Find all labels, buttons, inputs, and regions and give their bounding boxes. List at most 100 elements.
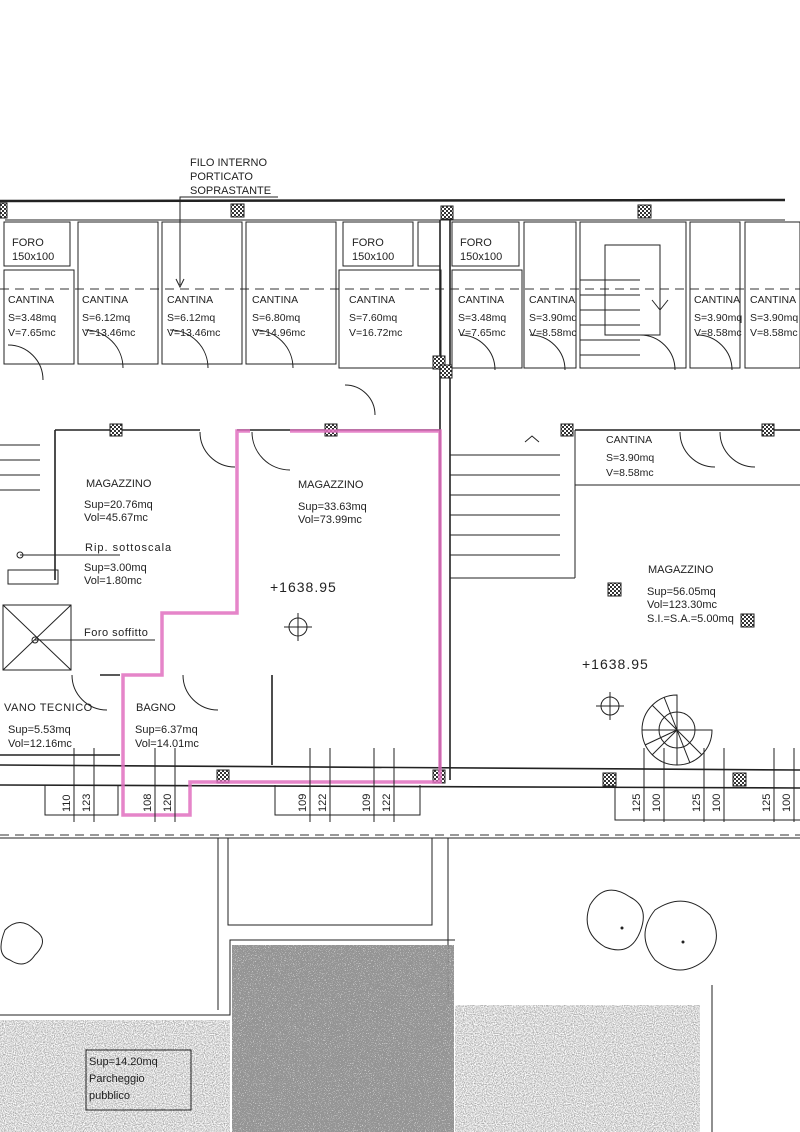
svg-text:Vol=14.01mc: Vol=14.01mc xyxy=(135,738,199,750)
parking-sup: Sup=14.20mq xyxy=(89,1056,158,1068)
foro-label: FORO 150x100 xyxy=(352,237,394,263)
tree-icon xyxy=(586,889,644,951)
window-dimension: 109 xyxy=(297,794,309,812)
window-dimension: 122 xyxy=(381,794,393,812)
tree-icon xyxy=(644,900,717,971)
cantina-v: V=8.58mc xyxy=(529,327,577,339)
window-dimension: 123 xyxy=(81,794,93,812)
svg-text:Vol=73.99mc: Vol=73.99mc xyxy=(298,514,362,526)
parking-label: pubblico xyxy=(89,1090,130,1102)
room-bagno: BAGNO Sup=6.37mq Vol=14.01mc xyxy=(135,702,199,750)
svg-text:Rip. sottoscala: Rip. sottoscala xyxy=(85,542,172,554)
window-dimension: 110 xyxy=(61,794,73,812)
window-dimension: 125 xyxy=(631,794,643,812)
exterior: Sup=14.20mq Parcheggio pubblico xyxy=(0,834,800,1132)
window-dimension: 109 xyxy=(361,794,373,812)
window-dimension: 125 xyxy=(691,794,703,812)
cantina-s: S=3.90mq xyxy=(694,312,742,324)
level-marker-icon xyxy=(284,613,312,641)
pillar xyxy=(230,203,245,218)
svg-text:S.I.=S.A.=5.00mq: S.I.=S.A.=5.00mq xyxy=(647,613,734,625)
cantina-s: S=6.80mq xyxy=(252,312,300,324)
cantina-labels: CANTINAS=3.48mqV=7.65mcCANTINAS=6.12mqV=… xyxy=(8,294,798,479)
window-dimension: 100 xyxy=(711,794,723,812)
cantina-name: CANTINA xyxy=(82,294,128,306)
cantina-s: S=6.12mq xyxy=(167,312,215,324)
parking-label: Parcheggio xyxy=(89,1073,145,1085)
annotation-line: SOPRASTANTE xyxy=(190,185,271,197)
cantina-v: V=16.72mc xyxy=(349,327,402,339)
pillar xyxy=(0,202,8,219)
svg-text:MAGAZZINO: MAGAZZINO xyxy=(298,479,364,491)
cantina-name: CANTINA xyxy=(694,294,740,306)
cantina-v: V=8.58mc xyxy=(606,467,654,479)
svg-text:BAGNO: BAGNO xyxy=(136,702,176,714)
window-dimension: 122 xyxy=(317,794,329,812)
svg-text:150x100: 150x100 xyxy=(352,251,394,263)
cantina-name: CANTINA xyxy=(529,294,575,306)
foro-soffitto-shaft xyxy=(2,551,155,671)
cantina-name: CANTINA xyxy=(167,294,213,306)
pillar xyxy=(732,772,747,787)
room-sottoscala: Rip. sottoscala Sup=3.00mq Vol=1.80mc xyxy=(84,542,172,587)
filo-interno-annotation: FILO INTERNO PORTICATO SOPRASTANTE xyxy=(175,157,278,289)
cantina-name: CANTINA xyxy=(349,294,395,306)
window-dimension: 125 xyxy=(761,794,773,812)
cantina-v: V=8.58mc xyxy=(750,327,798,339)
room-magazzino-mid: MAGAZZINO Sup=33.63mq Vol=73.99mc +1638.… xyxy=(270,479,367,595)
window-dimension: 100 xyxy=(651,794,663,812)
pillar xyxy=(109,423,123,437)
pillar xyxy=(607,582,622,597)
svg-text:Vol=45.67mc: Vol=45.67mc xyxy=(84,512,148,524)
pillar xyxy=(440,205,454,220)
svg-text:FORO: FORO xyxy=(352,237,384,249)
cantina-name: CANTINA xyxy=(606,434,652,446)
foro-soffitto-label: Foro soffitto xyxy=(84,627,148,639)
cantina-v: V=13.46mc xyxy=(82,327,135,339)
pillar xyxy=(439,364,453,379)
svg-text:150x100: 150x100 xyxy=(12,251,54,263)
svg-text:Sup=3.00mq: Sup=3.00mq xyxy=(84,562,147,574)
svg-text:Sup=33.63mq: Sup=33.63mq xyxy=(298,501,367,513)
svg-text:Vol=1.80mc: Vol=1.80mc xyxy=(84,575,142,587)
cantina-s: S=6.12mq xyxy=(82,312,130,324)
pillar xyxy=(637,204,652,219)
floor-level: +1638.95 xyxy=(270,579,337,595)
window-dimension: 108 xyxy=(142,794,154,812)
tree-icon xyxy=(0,922,43,965)
cantina-name: CANTINA xyxy=(252,294,298,306)
cantina-v: V=7.65mc xyxy=(8,327,56,339)
cantina-s: S=3.48mq xyxy=(8,312,56,324)
cantina-s: S=3.90mq xyxy=(750,312,798,324)
floor-level: +1638.95 xyxy=(582,656,649,672)
cantina-name: CANTINA xyxy=(458,294,504,306)
window-dimension: 120 xyxy=(162,794,174,812)
spiral-staircase xyxy=(641,694,713,766)
svg-text:Vol=12.16mc: Vol=12.16mc xyxy=(8,738,72,750)
room-vano-tecnico: VANO TECNICO Sup=5.53mq Vol=12.16mc xyxy=(4,702,92,750)
svg-text:150x100: 150x100 xyxy=(460,251,502,263)
cantina-s: S=3.90mq xyxy=(606,452,654,464)
pillar xyxy=(740,613,755,628)
doors xyxy=(7,329,756,711)
cantina-s: S=3.48mq xyxy=(458,312,506,324)
pillar xyxy=(761,423,775,437)
window-dimension: 100 xyxy=(781,794,793,812)
stairs-mid xyxy=(450,435,560,556)
stairs-top xyxy=(580,244,669,356)
svg-text:Sup=6.37mq: Sup=6.37mq xyxy=(135,724,198,736)
parking-area xyxy=(0,1020,230,1132)
window-dimensions: 110 123 108 120 109 122 109 122 125 100 125 100 125 1… xyxy=(61,748,795,822)
cantina-s: S=3.90mq xyxy=(529,312,577,324)
